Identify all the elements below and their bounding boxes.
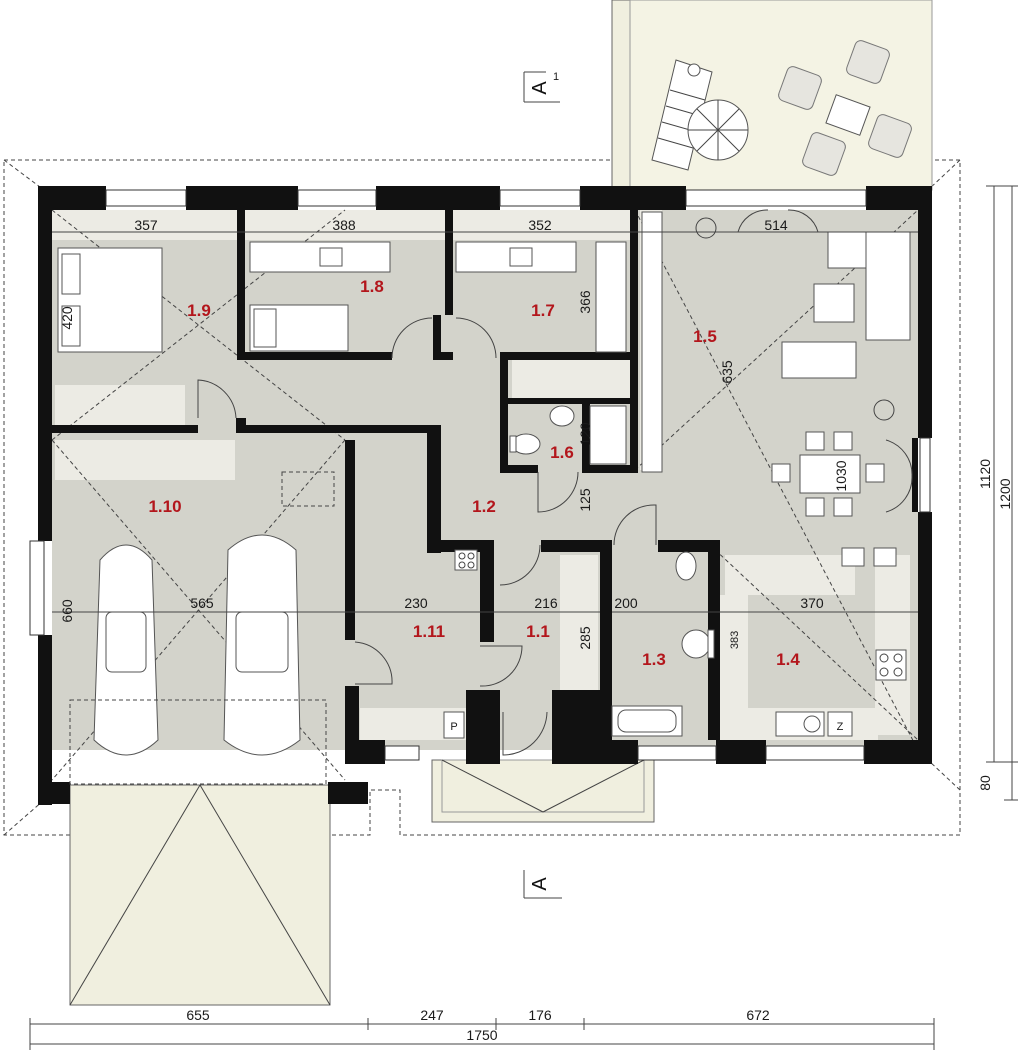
inner-dimension-lines xyxy=(52,231,918,613)
room-label: 1.4 xyxy=(776,650,800,669)
dimension-label: 1200 xyxy=(997,478,1013,509)
dimension-label: 672 xyxy=(746,1007,770,1023)
dimension-label: 216 xyxy=(534,595,558,611)
umbrella-icon xyxy=(687,99,749,161)
section-letter: A xyxy=(529,81,551,95)
room-label: 1.5 xyxy=(693,327,717,346)
driveway xyxy=(69,784,331,1006)
bed-icon xyxy=(249,304,349,352)
plant-icon xyxy=(695,217,895,421)
bathtub-icon xyxy=(611,705,683,737)
room-label: 1.10 xyxy=(148,497,181,516)
dimension-label: 635 xyxy=(719,360,735,384)
sofa-icon xyxy=(781,231,911,379)
room-labels: 1.9 1.8 1.7 1.5 1.6 1.2 1.10 1.11 1.1 1.… xyxy=(148,277,800,669)
entrance-steps xyxy=(431,759,655,823)
sink-icon xyxy=(681,629,715,659)
dimension-labels: 357 388 352 514 420 366 635 120 125 1030… xyxy=(59,217,849,650)
dimension-label: 247 xyxy=(420,1007,444,1023)
pantry-label: P xyxy=(450,721,457,733)
dimension-label: 1030 xyxy=(833,460,849,491)
toilet-icon xyxy=(509,433,541,455)
dimension-label: 230 xyxy=(404,595,428,611)
toilet-icon xyxy=(675,551,697,581)
room-label: 1.7 xyxy=(531,301,555,320)
section-mark-top: A 1 xyxy=(523,71,560,103)
room-label: 1.8 xyxy=(360,277,384,296)
dimension-label: 388 xyxy=(332,217,356,233)
dimension-label: 120 xyxy=(577,422,593,446)
dimension-label: 366 xyxy=(577,290,593,314)
dimension-label: 80 xyxy=(977,775,993,791)
room-label: 1.9 xyxy=(187,301,211,320)
car-icon xyxy=(93,544,159,756)
desk-icon xyxy=(455,241,627,353)
dimension-label: 1750 xyxy=(466,1027,497,1043)
car-icon xyxy=(223,534,301,756)
room-label: 1.1 xyxy=(526,622,550,641)
room-label: 1.2 xyxy=(472,497,496,516)
terrace xyxy=(611,0,933,191)
bed-icon xyxy=(57,247,163,353)
dimension-label: 514 xyxy=(764,217,788,233)
dimension-label: 420 xyxy=(59,306,75,330)
section-number: 1 xyxy=(553,71,559,83)
stove-icon xyxy=(454,549,478,571)
dimension-label: 200 xyxy=(614,595,638,611)
dimension-label: 1120 xyxy=(977,459,993,489)
sink-icon xyxy=(549,405,575,427)
dimension-label: 285 xyxy=(577,626,593,650)
dimension-label: 357 xyxy=(134,217,158,233)
dimension-label: 352 xyxy=(528,217,552,233)
outer-vertical-dimensions: 1120 1200 80 xyxy=(977,185,1018,801)
dimension-label: 176 xyxy=(528,1007,552,1023)
section-letter: A xyxy=(529,877,551,891)
windows xyxy=(29,189,931,761)
sun-lounger-icon xyxy=(651,59,713,171)
dimension-label: 383 xyxy=(729,631,741,649)
section-mark-bottom: A xyxy=(523,870,562,899)
stove-icon xyxy=(875,649,907,681)
walls xyxy=(38,186,932,805)
dimension-label: 660 xyxy=(59,599,75,623)
room-label: 1.11 xyxy=(413,622,445,641)
dimension-label: 655 xyxy=(186,1007,210,1023)
doors xyxy=(197,209,913,756)
coffee-table-icon xyxy=(813,283,855,323)
outer-horizontal-dimensions: 655 247 176 672 1750 xyxy=(29,1007,935,1050)
fridge-label: Z xyxy=(837,721,844,733)
room-label: 1.6 xyxy=(550,443,574,462)
dimension-label: 125 xyxy=(577,488,593,512)
dimension-label: 565 xyxy=(190,595,214,611)
desk-icon xyxy=(249,241,391,273)
furniture: Z P xyxy=(57,211,911,785)
garden-table-icon xyxy=(778,40,912,176)
kitchen-sink-icon xyxy=(775,711,825,737)
room-label: 1.3 xyxy=(642,650,666,669)
dining-table-icon xyxy=(771,431,885,517)
dimension-label: 370 xyxy=(800,595,824,611)
